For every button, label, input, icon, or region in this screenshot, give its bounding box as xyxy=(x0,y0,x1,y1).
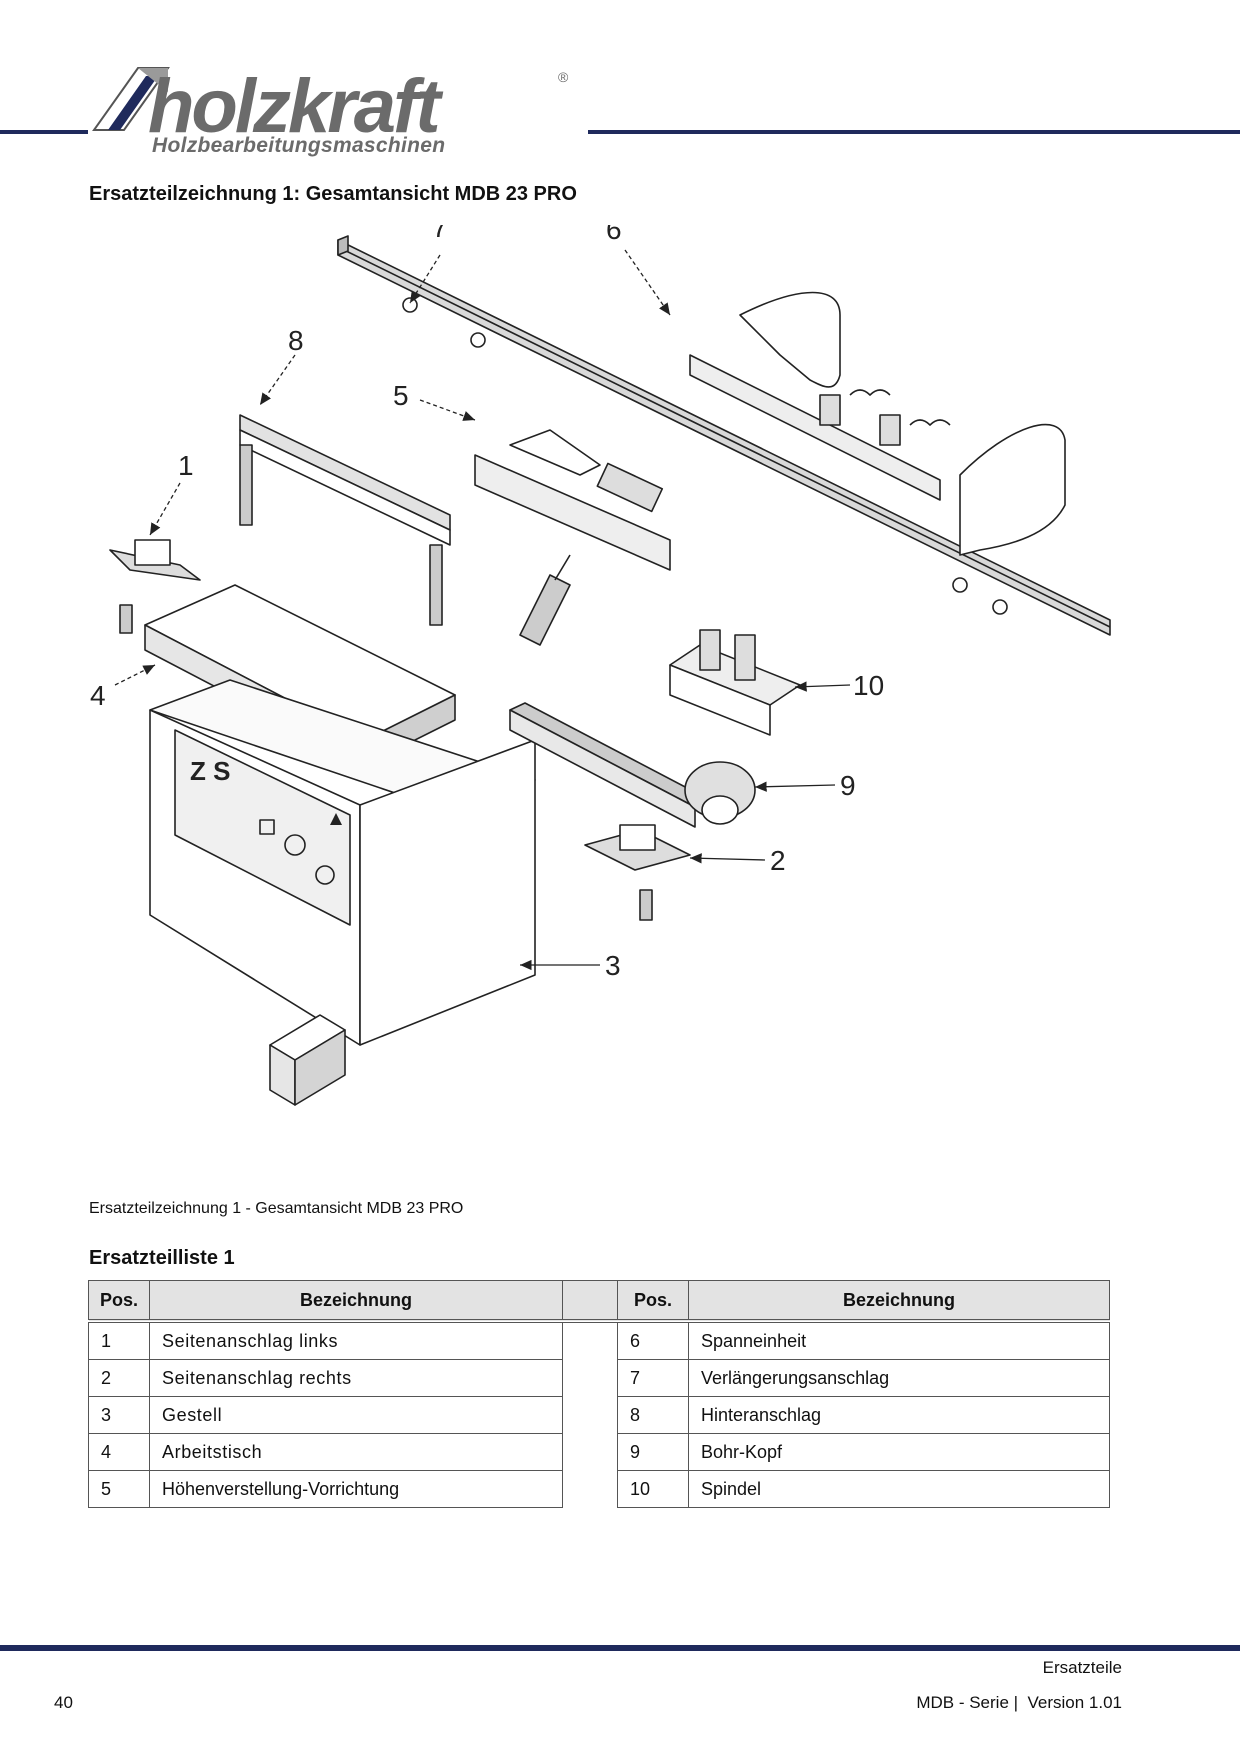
callout-2: 2 xyxy=(770,845,786,876)
svg-text:Z S: Z S xyxy=(190,756,230,786)
cell-pos: 1 xyxy=(88,1320,150,1360)
callout-10: 10 xyxy=(853,670,884,701)
callout-4: 4 xyxy=(90,680,106,711)
part-10-spindle xyxy=(669,629,801,736)
cell-spacer xyxy=(562,1470,618,1508)
cell-pos: 8 xyxy=(617,1396,689,1434)
cell-spacer xyxy=(562,1321,618,1360)
callout-7: 7 xyxy=(432,225,448,243)
callout-5: 5 xyxy=(393,380,409,411)
cell-name: Höhenverstellung-Vorrichtung xyxy=(149,1470,563,1508)
cell-pos: 5 xyxy=(88,1470,150,1508)
callout-6: 6 xyxy=(606,225,622,245)
part-9-drill-head xyxy=(509,702,756,828)
footer-version: MDB - Serie | Version 1.01 xyxy=(916,1693,1122,1712)
cell-spacer xyxy=(562,1359,618,1397)
cell-pos: 3 xyxy=(88,1396,150,1434)
part-3-stand: Z S xyxy=(149,679,536,1046)
cell-name: Hinteranschlag xyxy=(688,1396,1110,1434)
column-header-pos: Pos. xyxy=(617,1280,689,1322)
cell-name: Spindel xyxy=(688,1470,1110,1508)
cell-name: Bohr-Kopf xyxy=(688,1433,1110,1471)
part-5-height-adjustment xyxy=(474,429,671,646)
callout-8: 8 xyxy=(288,325,304,356)
cell-pos: 2 xyxy=(88,1359,150,1397)
callout-1: 1 xyxy=(178,450,194,481)
figure-caption: Ersatzteilzeichnung 1 - Gesamtansicht MD… xyxy=(89,1200,464,1217)
table-row: 5 Höhenverstellung-Vorrichtung 10 Spinde… xyxy=(88,1470,1110,1508)
cell-pos: 9 xyxy=(617,1433,689,1471)
cell-name: Arbeitstisch xyxy=(149,1433,563,1471)
cell-pos: 6 xyxy=(617,1320,689,1360)
logo-tagline: Holzbearbeitungsmaschinen xyxy=(148,134,450,158)
callout-leaders-solid xyxy=(520,681,851,971)
cell-pos: 7 xyxy=(617,1359,689,1397)
column-header-name: Bezeichnung xyxy=(149,1280,563,1322)
header-rule xyxy=(0,130,1240,134)
cell-pos: 4 xyxy=(88,1433,150,1471)
cell-name: Seitenanschlag rechts xyxy=(149,1359,563,1397)
cell-name: Gestell xyxy=(149,1396,563,1434)
table-header-row: Pos. Bezeichnung Pos. Bezeichnung xyxy=(88,1280,1110,1322)
cell-name: Seitenanschlag links xyxy=(149,1320,563,1360)
footer-section-label: Ersatzteile xyxy=(1042,1658,1122,1677)
part-6-clamping-unit xyxy=(689,291,1066,556)
callout-leaders xyxy=(114,249,671,686)
table-row: 4 Arbeitstisch 9 Bohr-Kopf xyxy=(88,1433,1110,1471)
part-1-side-fence-left xyxy=(109,539,201,634)
cell-pos: 10 xyxy=(617,1470,689,1508)
table-row: 3 Gestell 8 Hinteranschlag xyxy=(88,1396,1110,1434)
table-row: 2 Seitenanschlag rechts 7 Verlängerungsa… xyxy=(88,1359,1110,1397)
cell-spacer xyxy=(562,1433,618,1471)
svg-text:®: ® xyxy=(558,69,569,85)
foot-pedal xyxy=(269,1014,346,1106)
drawing-title: Ersatzteilzeichnung 1: Gesamtansicht MDB… xyxy=(89,183,577,205)
page-number: 40 xyxy=(54,1693,73,1712)
table-row: 1 Seitenanschlag links 6 Spanneinheit xyxy=(88,1320,1110,1360)
exploded-view-drawing: Z S xyxy=(90,225,1111,1106)
cell-name: Spanneinheit xyxy=(688,1320,1110,1360)
parts-table: Pos. Bezeichnung Pos. Bezeichnung 1 Seit… xyxy=(88,1280,1110,1508)
callout-3: 3 xyxy=(605,950,621,981)
footer-rule xyxy=(0,1645,1240,1651)
callout-9: 9 xyxy=(840,770,856,801)
cell-name: Verlängerungsanschlag xyxy=(688,1359,1110,1397)
part-8-rear-fence xyxy=(239,414,451,626)
part-7-extension-fence xyxy=(337,235,1111,636)
parts-list-title: Ersatzteilliste 1 xyxy=(89,1247,235,1269)
column-header-name: Bezeichnung xyxy=(688,1280,1110,1322)
part-2-side-fence-right xyxy=(584,824,691,921)
cell-spacer xyxy=(562,1396,618,1434)
column-header-spacer xyxy=(562,1280,618,1322)
column-header-pos: Pos. xyxy=(88,1280,150,1322)
